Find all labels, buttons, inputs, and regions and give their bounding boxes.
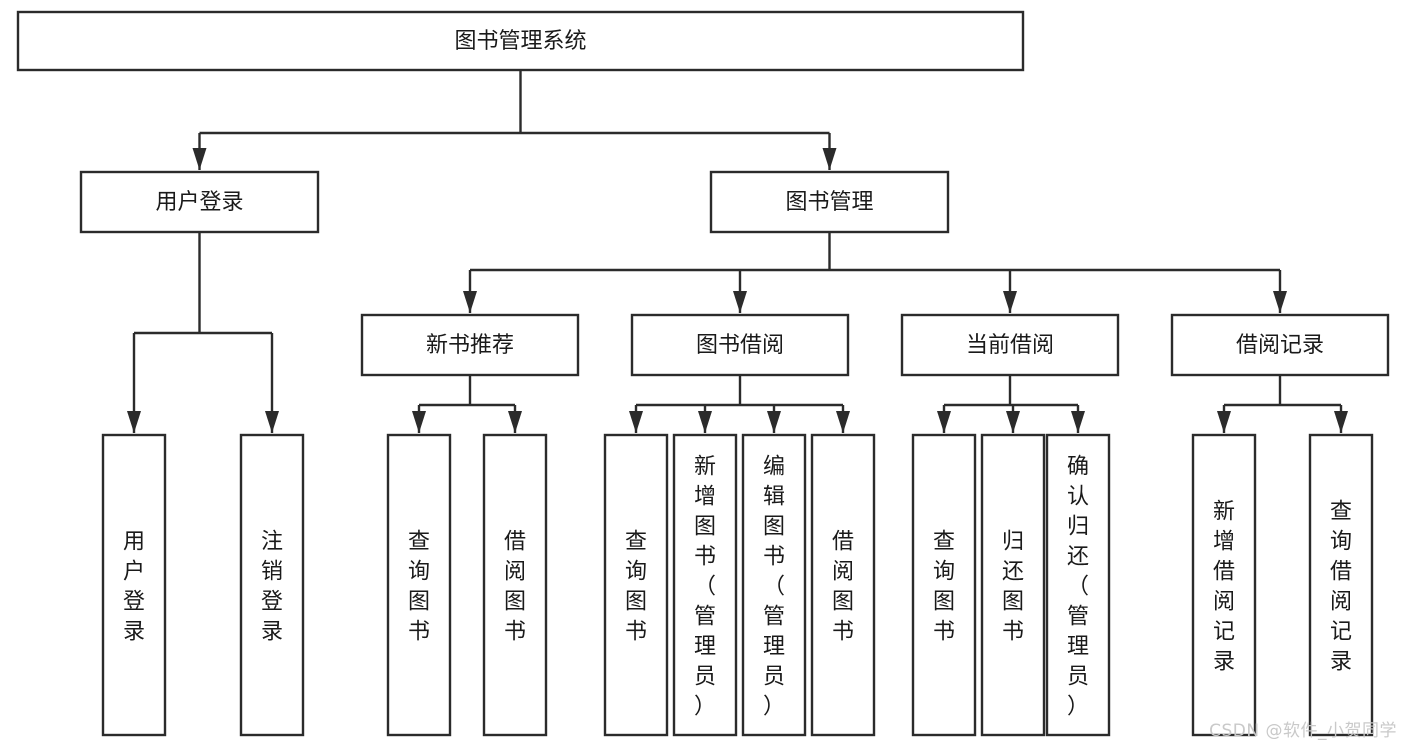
node-rect	[709, 170, 950, 234]
node-label: 查询图书	[933, 529, 955, 644]
node-rect	[911, 433, 977, 737]
arrow-head-icon	[508, 411, 522, 433]
node-rect	[900, 313, 1120, 377]
arrow-head-icon	[733, 291, 747, 313]
connectors-layer	[127, 70, 1348, 433]
node-leaf-4[interactable]: 查询图书	[603, 433, 669, 737]
node-level3-3[interactable]: 借阅记录	[1170, 313, 1390, 377]
node-rect	[482, 433, 548, 737]
arrow-head-icon	[412, 411, 426, 433]
node-rect	[980, 433, 1046, 737]
nodes-layer: 图书管理系统用户登录图书管理新书推荐图书借阅当前借阅借阅记录用户登录注销登录查询…	[16, 10, 1390, 737]
node-leaf-1[interactable]: 注销登录	[239, 433, 305, 737]
node-rect	[16, 10, 1025, 72]
node-label: 图书借阅	[696, 333, 784, 358]
arrow-head-icon	[698, 411, 712, 433]
node-label: 图书管理系统	[454, 29, 586, 54]
arrow-head-icon	[767, 411, 781, 433]
node-leaf-6[interactable]: 编辑图书（管理员）	[741, 433, 807, 737]
node-rect	[239, 433, 305, 737]
node-root-system[interactable]: 图书管理系统	[16, 10, 1025, 72]
arrow-head-icon	[1217, 411, 1231, 433]
node-rect	[386, 433, 452, 737]
arrow-head-icon	[1071, 411, 1085, 433]
node-label: 编辑图书（管理员）	[763, 454, 785, 719]
arrow-head-icon	[1273, 291, 1287, 313]
node-label: 借阅图书	[832, 529, 854, 644]
node-label: 图书管理	[785, 190, 873, 215]
node-leaf-11[interactable]: 新增借阅记录	[1191, 433, 1257, 737]
node-label: 当前借阅	[966, 333, 1054, 358]
arrow-head-icon	[265, 411, 279, 433]
node-leaf-2[interactable]: 查询图书	[386, 433, 452, 737]
node-leaf-12[interactable]: 查询借阅记录	[1308, 433, 1374, 737]
arrow-head-icon	[937, 411, 951, 433]
arrow-head-icon	[836, 411, 850, 433]
node-rect	[1191, 433, 1257, 737]
node-level3-1[interactable]: 图书借阅	[630, 313, 850, 377]
node-rect	[1308, 433, 1374, 737]
node-rect	[1045, 433, 1111, 737]
node-level3-0[interactable]: 新书推荐	[360, 313, 580, 377]
node-label: 借阅图书	[504, 529, 526, 644]
node-label: 查询图书	[408, 529, 430, 644]
node-leaf-0[interactable]: 用户登录	[101, 433, 167, 737]
node-rect	[672, 433, 738, 737]
node-rect	[810, 433, 876, 737]
arrow-head-icon	[1334, 411, 1348, 433]
node-label: 用户登录	[155, 190, 243, 215]
arrow-head-icon	[192, 148, 207, 170]
node-leaf-8[interactable]: 查询图书	[911, 433, 977, 737]
node-label: 注销登录	[261, 529, 283, 644]
node-level2-1[interactable]: 图书管理	[709, 170, 950, 234]
arrow-head-icon	[1003, 291, 1017, 313]
node-rect	[741, 433, 807, 737]
node-label: 查询图书	[625, 529, 647, 644]
node-leaf-9[interactable]: 归还图书	[980, 433, 1046, 737]
node-leaf-10[interactable]: 确认归还（管理员）	[1045, 433, 1111, 737]
node-label: 新增图书（管理员）	[694, 454, 716, 719]
node-leaf-3[interactable]: 借阅图书	[482, 433, 548, 737]
node-rect	[101, 433, 167, 737]
node-label: 借阅记录	[1236, 333, 1324, 358]
arrow-head-icon	[629, 411, 643, 433]
node-label: 确认归还（管理员）	[1067, 454, 1089, 719]
node-label: 新书推荐	[426, 333, 514, 358]
node-label: 用户登录	[123, 529, 145, 644]
node-rect	[79, 170, 320, 234]
node-leaf-5[interactable]: 新增图书（管理员）	[672, 433, 738, 737]
node-level3-2[interactable]: 当前借阅	[900, 313, 1120, 377]
watermark-label: CSDN @软件_小贺同学	[1209, 721, 1397, 741]
node-rect	[360, 313, 580, 377]
node-label: 新增借阅记录	[1213, 499, 1235, 674]
node-rect	[603, 433, 669, 737]
arrow-head-icon	[127, 411, 141, 433]
node-level2-0[interactable]: 用户登录	[79, 170, 320, 234]
node-rect	[630, 313, 850, 377]
arrow-head-icon	[463, 291, 477, 313]
node-leaf-7[interactable]: 借阅图书	[810, 433, 876, 737]
node-label: 查询借阅记录	[1330, 499, 1352, 674]
arrow-head-icon	[1006, 411, 1020, 433]
node-label: 归还图书	[1002, 529, 1024, 644]
arrow-head-icon	[822, 148, 837, 170]
node-rect	[1170, 313, 1390, 377]
